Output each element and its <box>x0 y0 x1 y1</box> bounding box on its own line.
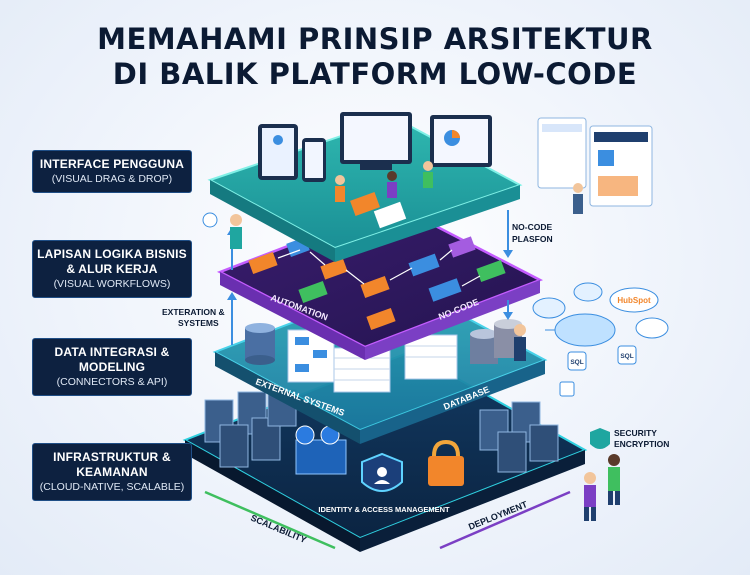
title-line-1: MEMAHAMI PRINSIP ARSITEKTUR <box>97 22 653 56</box>
people-figures <box>202 212 620 521</box>
identity-shield-icon <box>361 452 403 492</box>
identity-label: IDENTITY & ACCESS MANAGEMENT <box>318 505 450 514</box>
layer-title: DATA INTEGRASI & MODELING <box>54 345 170 374</box>
monitor-device <box>340 112 412 170</box>
layer-subtitle: (VISUAL DRAG & DROP) <box>51 173 173 185</box>
callout-exteration-line2: SYSTEMS <box>178 318 219 328</box>
layer-label-interface: INTERFACE PENGGUNA (VISUAL DRAG & DROP) <box>32 150 192 193</box>
interface-layer <box>207 112 523 262</box>
ui-cards <box>350 192 407 229</box>
tablet-device <box>258 124 298 180</box>
database-cylinder-left <box>245 323 275 365</box>
layer-title: LAPISAN LOGIKA BISNIS & ALUR KERJA <box>37 247 187 276</box>
kubernetes-icon <box>295 425 347 475</box>
scalability-arrow <box>204 490 336 550</box>
deployment-arrow <box>439 490 571 550</box>
layer-subtitle: (CONNECTORS & API) <box>56 376 168 388</box>
logic-layer: AUTOMATION NO-CODE <box>216 203 544 360</box>
floating-ui-cards <box>537 117 653 214</box>
data-table-right <box>404 334 458 380</box>
page-title: MEMAHAMI PRINSIP ARSITEKTUR DI BALIK PLA… <box>0 22 750 92</box>
layer-title: INFRASTRUKTUR & KEAMANAN <box>53 450 171 479</box>
title-line-2: DI BALIK PLATFORM LOW-CODE <box>112 57 638 91</box>
desktop-device <box>430 115 492 167</box>
layer-subtitle: (CLOUD-NATIVE, SCALABLE) <box>39 481 185 493</box>
sql-label-2: SQL <box>620 353 633 360</box>
layer-label-logic: LAPISAN LOGIKA BISNIS & ALUR KERJA (VISU… <box>32 240 192 298</box>
layer-label-data: DATA INTEGRASI & MODELING (CONNECTORS & … <box>32 338 192 396</box>
exteration-callout: EXTERATION & SYSTEMS <box>162 307 225 328</box>
padlock-icon <box>428 439 464 486</box>
callout-security-line1: SECURITY <box>614 428 657 438</box>
callout-no-code-line1: NO-CODE <box>512 222 552 232</box>
callout-security-line2: ENCRYPTION <box>614 439 669 449</box>
server-racks-left <box>204 389 297 468</box>
cloud-services: HubSpot SQL SQL <box>532 282 669 371</box>
person-icon <box>335 161 433 202</box>
no-code-platform-callout: NO-CODE PLASFON <box>512 222 553 244</box>
server-racks-right <box>479 401 559 473</box>
layer-subtitle: (VISUAL WORKFLOWS) <box>53 278 171 290</box>
layer-title: INTERFACE PENGGUNA <box>39 157 185 171</box>
hubspot-label: HubSpot <box>617 296 651 305</box>
phone-device <box>302 138 326 182</box>
layer-label-infrastructure: INFRASTRUKTUR & KEAMANAN (CLOUD-NATIVE, … <box>32 443 192 501</box>
security-callout: SECURITY ENCRYPTION <box>590 428 669 449</box>
sql-label-1: SQL <box>570 359 583 366</box>
callout-exteration-line1: EXTERATION & <box>162 307 225 317</box>
callout-no-code-line2: PLASFON <box>512 234 553 244</box>
